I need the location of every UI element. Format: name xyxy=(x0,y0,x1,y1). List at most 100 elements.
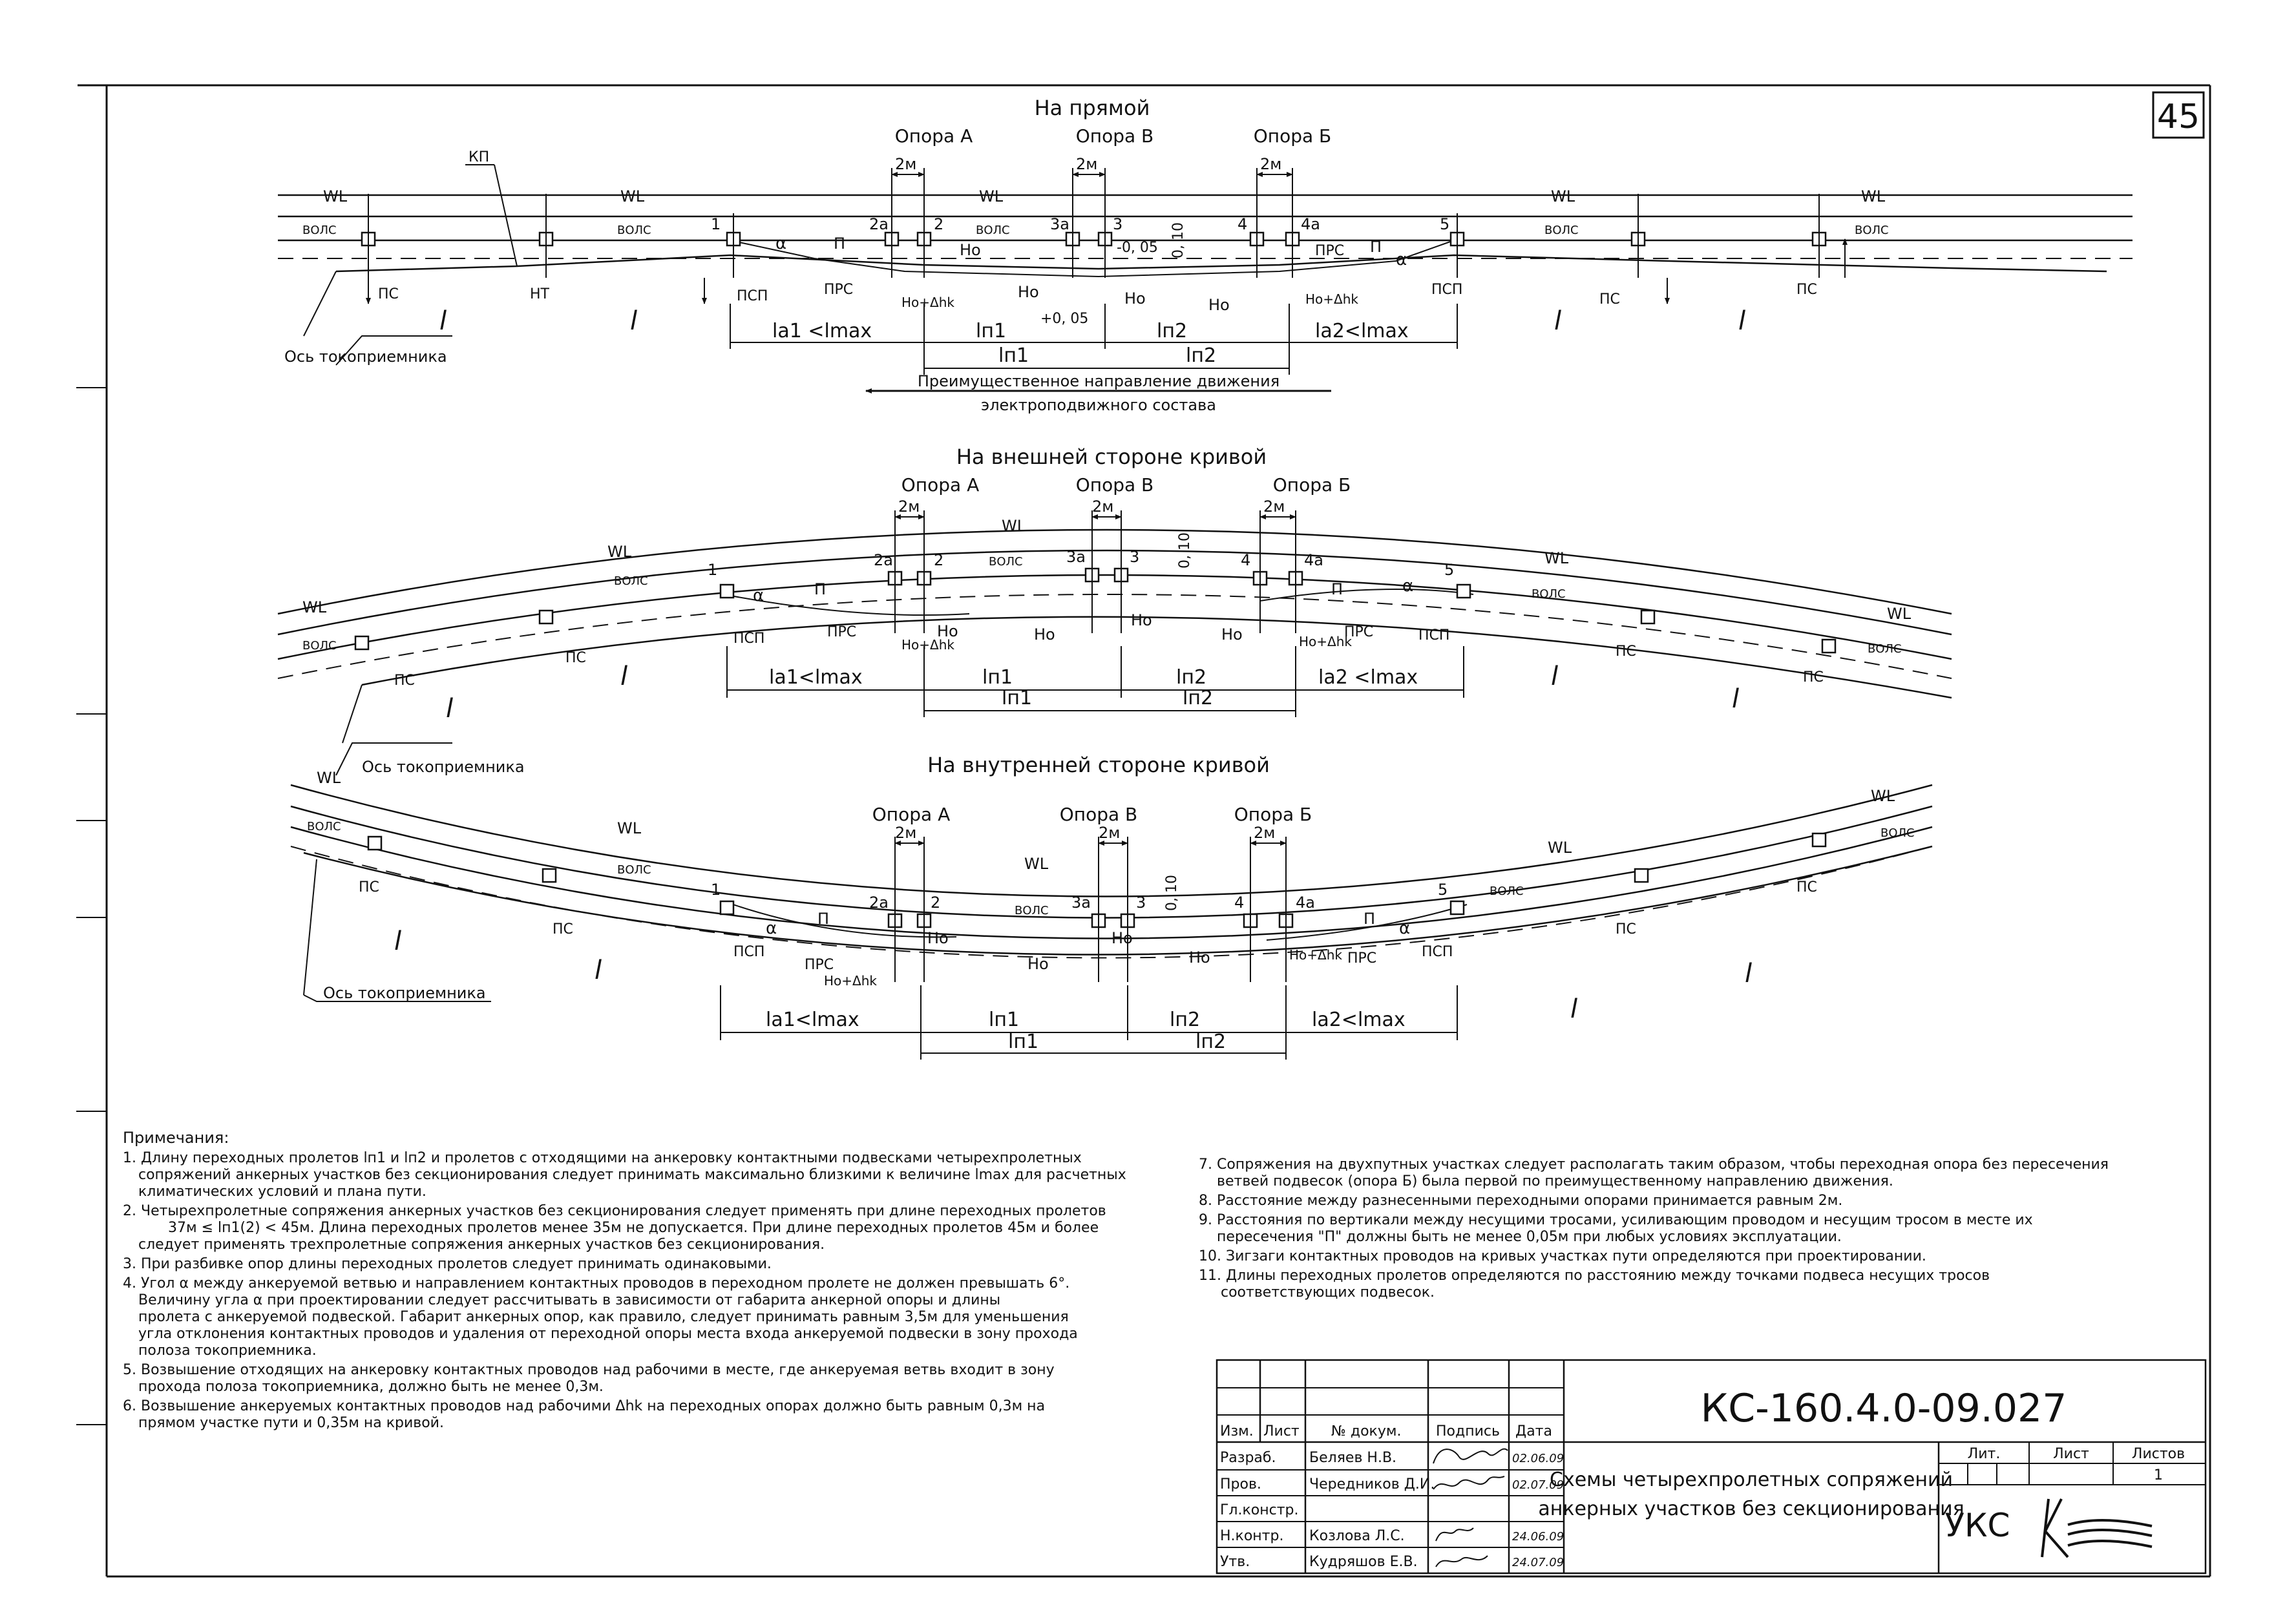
support-label-a: Опора А xyxy=(901,474,979,496)
label-wl: WL xyxy=(979,187,1004,205)
label-ho-dhk: Ho+Δhk xyxy=(901,295,954,310)
dim-2m: 2м xyxy=(895,155,916,173)
note-item: 3. При разбивке опор длины переходных пр… xyxy=(123,1256,772,1272)
label-wl: WL xyxy=(302,598,327,616)
dim-2m: 2м xyxy=(1092,497,1113,516)
label-nt: НТ xyxy=(530,286,550,302)
label-prs: ПРС xyxy=(1347,950,1376,967)
label-psp: ПСП xyxy=(733,631,764,647)
support-label-b: Опора Б xyxy=(1273,474,1351,496)
label-wl: WL xyxy=(1002,517,1026,535)
label-ho: Ho xyxy=(1221,625,1243,644)
note-item: 10. Зигзаги контактных проводов на кривы… xyxy=(1199,1248,1926,1264)
support-num: 4 xyxy=(1238,215,1247,233)
col-header: Изм. xyxy=(1220,1423,1254,1439)
row-role: Пров. xyxy=(1220,1476,1261,1492)
support-num: 2 xyxy=(934,551,943,569)
label-alpha: α xyxy=(766,919,777,938)
label-kp: КП xyxy=(469,149,489,165)
support-num: 4a xyxy=(1301,215,1320,233)
section-outer-curve: На внешней стороне кривой Опора А Опора … xyxy=(277,445,1952,776)
span-l: l xyxy=(630,306,637,336)
label-ho-dhk: Ho+Δhk xyxy=(1305,291,1358,307)
support-num: 5 xyxy=(1438,881,1448,899)
span-l: l xyxy=(1745,959,1752,989)
span-ln2: lп2 xyxy=(1170,1009,1200,1031)
support-num: 4 xyxy=(1241,551,1250,569)
label-vols: ВОЛС xyxy=(307,820,341,833)
label-wl: WL xyxy=(1551,187,1575,205)
label-ho: Ho xyxy=(1124,289,1146,308)
notes-right: 7. Сопряжения на двухпутных участках сле… xyxy=(1199,1157,2194,1304)
label-ps: ПС xyxy=(1796,282,1817,298)
label-ho-dhk: Ho+Δhk xyxy=(901,637,954,653)
label-prs: ПРС xyxy=(824,282,853,298)
support-num: 2a xyxy=(869,215,889,233)
sheets-total: 1 xyxy=(2154,1467,2163,1483)
notes-left: Примечания: 1. Длину переходных пролетов… xyxy=(123,1129,1183,1434)
label-p: П xyxy=(1370,238,1382,256)
label-vols: ВОЛС xyxy=(302,639,337,653)
label-vols: ВОЛС xyxy=(1490,885,1524,898)
section-inner-curve: На внутренней стороне кривой Опора А Опо… xyxy=(290,753,1933,1060)
support-label-b: Опора Б xyxy=(1234,804,1312,825)
section-title: На прямой xyxy=(1035,96,1150,120)
label-wl: WL xyxy=(323,187,348,205)
span-ln1: lп1 xyxy=(989,1009,1019,1031)
label-vols: ВОЛС xyxy=(1544,224,1579,237)
label-ho: Ho xyxy=(1027,955,1049,973)
label-prs: ПРС xyxy=(827,624,856,640)
label-vols: ВОЛС xyxy=(1880,826,1915,840)
span-l: l xyxy=(394,926,401,956)
span-ln2: lп2 xyxy=(1183,687,1213,709)
label-alpha: α xyxy=(1399,919,1410,938)
support-num: 2a xyxy=(869,894,889,912)
support-num: 2 xyxy=(934,215,943,233)
label-wl: WL xyxy=(1871,787,1895,805)
label-wl: WL xyxy=(617,819,642,837)
dim-2m: 2м xyxy=(1076,155,1097,173)
span-ln1: lп1 xyxy=(1002,687,1032,709)
label-p: П xyxy=(1331,580,1343,598)
label-wl: WL xyxy=(1548,839,1572,857)
support-label-a: Опора А xyxy=(872,804,950,825)
span-ln2: lп2 xyxy=(1186,344,1216,367)
span-l: l xyxy=(446,694,453,724)
direction-label: электроподвижного состава xyxy=(981,396,1216,414)
label-psp: ПСП xyxy=(1431,282,1462,298)
support-num: 3 xyxy=(1130,548,1139,566)
label-wl: WL xyxy=(1544,549,1569,567)
label-prs: ПРС xyxy=(1315,243,1344,259)
pantograph-axis-label: Ось токоприемника xyxy=(323,984,486,1002)
note-item: 7. Сопряжения на двухпутных участках сле… xyxy=(1199,1157,2109,1189)
support-num: 3 xyxy=(1113,215,1122,233)
label-ps: ПС xyxy=(1616,921,1636,937)
label-vols: ВОЛС xyxy=(302,224,337,237)
sheet-number: 45 xyxy=(2157,98,2200,136)
label-p: П xyxy=(1364,910,1375,928)
label-ho: Ho xyxy=(1208,296,1230,314)
dim-2m: 2м xyxy=(1260,155,1281,173)
row-name: Козлова Л.С. xyxy=(1309,1528,1405,1544)
col-header: Дата xyxy=(1515,1423,1552,1439)
support-num: 3a xyxy=(1071,894,1091,912)
span-la1: la1<lmax xyxy=(766,1009,859,1031)
span-l: l xyxy=(1732,684,1739,714)
span-ln2: lп2 xyxy=(1176,666,1206,689)
label-prs: ПРС xyxy=(1344,624,1373,640)
span-ln1: lп1 xyxy=(982,666,1013,689)
label-ps: ПС xyxy=(1616,644,1636,660)
label-vols: ВОЛС xyxy=(1532,587,1566,601)
support-num: 4a xyxy=(1296,894,1315,912)
sheet-frame xyxy=(76,84,2211,1578)
label-alpha: α xyxy=(775,234,786,253)
direction-label: Преимущественное направление движения xyxy=(918,372,1280,390)
label-d010: 0, 10 xyxy=(1164,875,1180,911)
support-label-v: Опора В xyxy=(1076,474,1154,496)
label-vols: ВОЛС xyxy=(617,863,651,877)
label-alpha: α xyxy=(1402,576,1413,596)
label-ho: Ho xyxy=(1111,929,1133,947)
note-item: 5. Возвышение отходящих на анкеровку кон… xyxy=(123,1362,1055,1395)
label-ho: Ho xyxy=(937,622,958,640)
label-ho-dhk: Ho+Δhk xyxy=(1299,634,1352,649)
